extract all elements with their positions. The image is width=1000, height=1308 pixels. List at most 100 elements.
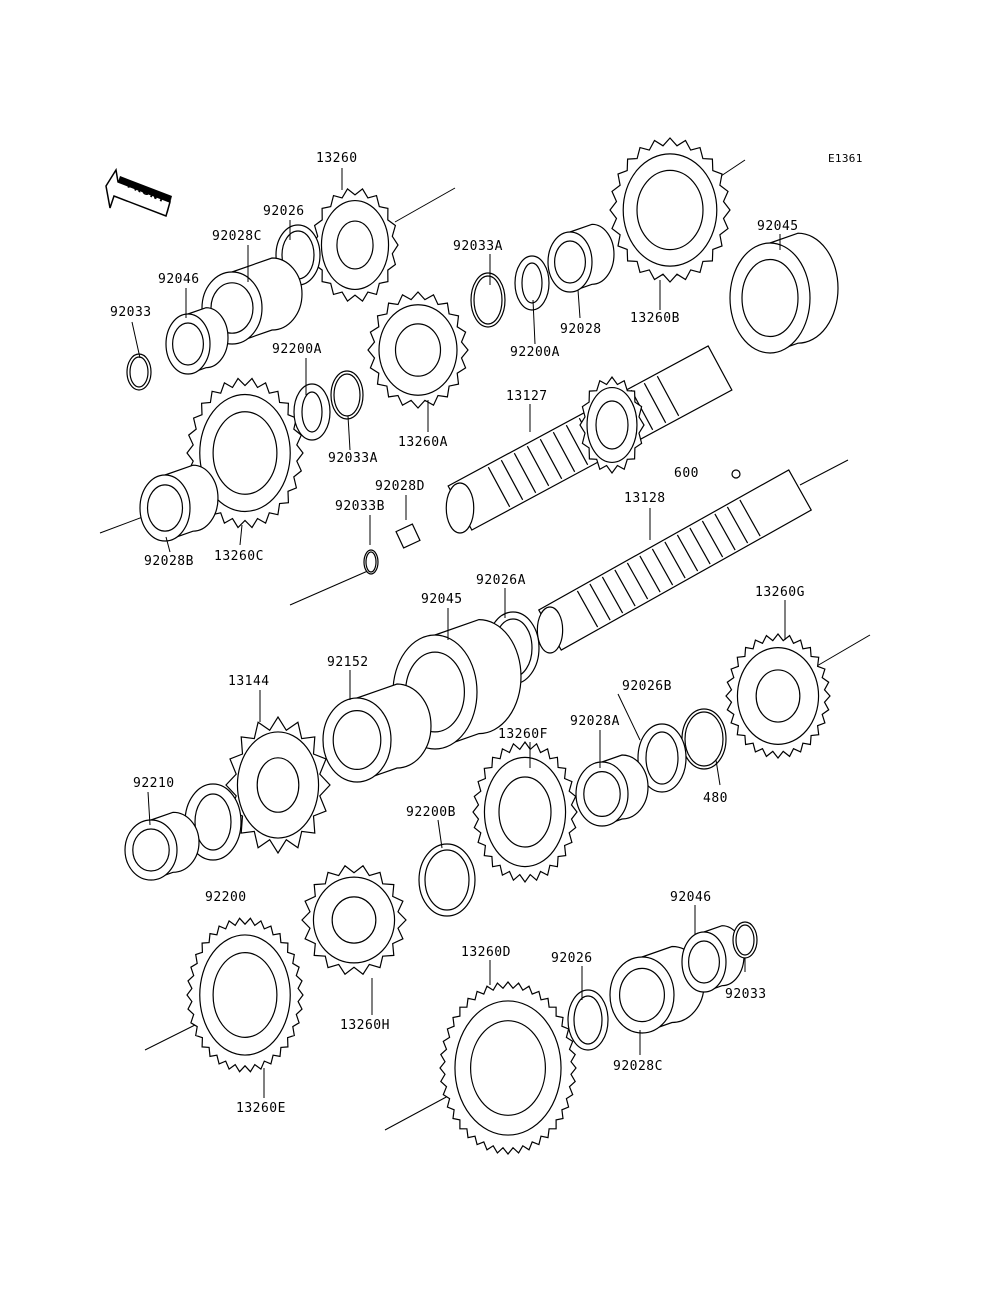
gear-13260B	[609, 137, 731, 283]
collar-92028D	[395, 523, 421, 549]
diagram-code: E1361	[828, 152, 863, 165]
ring-inner	[301, 391, 323, 433]
shaft-spline	[689, 527, 711, 565]
ball-bearing-92045	[729, 232, 839, 354]
part-label: 92026	[263, 204, 305, 219]
shaft-13128	[536, 469, 813, 654]
sprocket-13144	[225, 715, 331, 855]
gear-hub	[755, 669, 801, 723]
cylinder-bore	[618, 967, 665, 1023]
part-label: 92200B	[406, 805, 456, 820]
shaft-end	[445, 482, 475, 534]
shaft-spline	[614, 569, 636, 607]
part-label: 13260D	[461, 945, 511, 960]
shaft-spline	[552, 431, 576, 473]
axis-line	[384, 1094, 451, 1131]
circlip-480	[681, 708, 727, 770]
ring-inner	[521, 262, 543, 304]
leader-line	[131, 321, 141, 359]
part-label: 13128	[624, 491, 666, 506]
shaft-spline	[576, 590, 599, 628]
ring-inner	[645, 731, 679, 785]
part-label: 13127	[506, 389, 548, 404]
part-label: 92033	[110, 305, 152, 320]
leader-line	[617, 693, 641, 741]
shaft-spline	[676, 534, 699, 572]
leader-line	[532, 299, 536, 345]
part-label: 92210	[133, 776, 175, 791]
gear-hub	[336, 220, 374, 270]
part-label: 13260C	[214, 549, 264, 564]
part-label: 92028C	[212, 229, 262, 244]
cylinder-bore	[132, 828, 170, 872]
gear-13260A	[367, 291, 469, 409]
ring-inner	[365, 551, 377, 573]
part-label: 92200A	[510, 345, 560, 360]
circlip-92033B	[363, 549, 379, 575]
shaft-spline	[513, 452, 537, 494]
leader-line	[577, 289, 581, 319]
gear-hub	[595, 400, 629, 450]
ring-inner	[333, 373, 361, 417]
shaft-spline	[565, 424, 589, 466]
part-label: 92033B	[335, 499, 385, 514]
shaft-spline	[639, 555, 661, 593]
part-label: 92045	[757, 219, 799, 234]
shaft-spline	[656, 375, 680, 417]
gear-13260H	[301, 864, 407, 976]
collar-92152	[322, 683, 432, 783]
shaft-end	[536, 606, 564, 654]
gear-13260	[311, 188, 399, 302]
part-label: 92026	[551, 951, 593, 966]
part-label: 13260F	[498, 727, 548, 742]
leader-line	[165, 536, 171, 553]
ring-inner	[735, 924, 755, 956]
bushing-92028B	[139, 464, 219, 542]
gear-hub	[636, 169, 704, 251]
cylinder-bore	[332, 709, 382, 770]
circlip-92033-2	[732, 921, 758, 959]
ring-inner	[129, 356, 149, 388]
shaft-spline	[726, 506, 749, 544]
leader-line	[347, 415, 351, 451]
gear-hub	[212, 952, 278, 1038]
part-label: 92033	[725, 987, 767, 1002]
cylinder-bore	[172, 322, 205, 366]
part-label: 92200	[205, 890, 247, 905]
shaft-spline	[589, 583, 611, 621]
gear-hub	[470, 1020, 547, 1116]
part-label: 600	[674, 466, 699, 481]
circlip-92033A-2	[470, 272, 506, 328]
part-label: 92028	[560, 322, 602, 337]
bushing-92028	[547, 223, 615, 293]
axis-line	[809, 634, 871, 671]
ball-600	[731, 469, 741, 479]
shaft-spline	[664, 541, 686, 579]
needle-bearing-92046	[165, 307, 229, 375]
part-label: 92028A	[570, 714, 620, 729]
gear-13260D	[439, 981, 577, 1155]
axis-line	[289, 569, 371, 606]
gear-hub	[256, 757, 300, 813]
part-label: 92028D	[375, 479, 425, 494]
washer-92026-2	[567, 989, 609, 1051]
cylinder-bore	[741, 258, 799, 338]
part-label: 92152	[327, 655, 369, 670]
part-label: 13260A	[398, 435, 448, 450]
part-label: 13260E	[236, 1101, 286, 1116]
part-label: 13144	[228, 674, 270, 689]
part-label: 92045	[421, 592, 463, 607]
shaft-spline	[643, 382, 667, 424]
part-label: 92028B	[144, 554, 194, 569]
nut-92210	[124, 811, 200, 881]
part-label: 13260B	[630, 311, 680, 326]
part-label: 13260H	[340, 1018, 390, 1033]
splined-washer-92200A-2	[514, 255, 550, 311]
circlip-92033A	[330, 370, 364, 420]
ring-inner	[473, 275, 503, 325]
part-label: 92026B	[622, 679, 672, 694]
leader-line	[715, 759, 721, 786]
part-label: 92026A	[476, 573, 526, 588]
bushing-92028A	[575, 754, 649, 827]
